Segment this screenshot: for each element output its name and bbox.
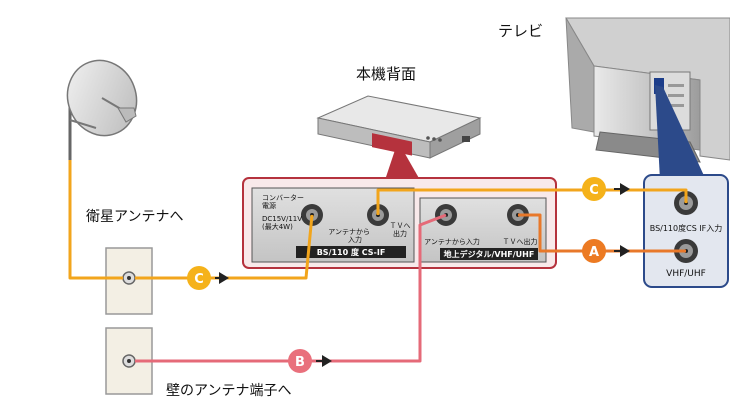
marker-a: A [582,239,606,263]
recorder-icon [316,95,482,159]
converter-power-label-4: (最大4W) [262,222,293,231]
converter-power-label-3: DC15V/11V [262,215,302,223]
terrestrial-section-label: 地上デジタル/VHF/UHF [444,249,535,259]
satellite-dish-icon [66,59,138,160]
svg-text:B: B [295,355,305,370]
arrow-right-icon [614,245,630,257]
dish-to-outlet-cable [68,160,123,280]
tv-label: テレビ [498,22,543,40]
satellite-wall-outlet [105,247,153,315]
tv-vhf-uhf-label: VHF/UHF [666,269,706,279]
marker-c-upper: C [582,177,606,201]
bs-tv-out-label-2: 出力 [393,229,407,238]
bs-section-label: BS/110 度 CS-IF [317,247,386,257]
terrestrial-antenna-in-label: アンテナから入力 [424,237,480,246]
svg-text:C: C [589,183,599,198]
tv-input-panel [643,174,729,288]
arrow-right-icon [215,272,229,284]
tv-bs-in-label: BS/110度CS IF入力 [650,223,723,233]
recorder-rear-label: 本機背面 [356,65,416,83]
arrow-right-icon [316,355,332,367]
tv-zoom-callout [655,85,706,180]
vhf-cable-a-recorder-to-tv [518,213,686,253]
converter-power-label-2: 電源 [262,201,276,210]
converter-power-label-1: コンバーター [262,193,304,202]
wall-cable-b-outlet-to-recorder [135,213,447,363]
satellite-antenna-label: 衛星アンテナへ [86,209,183,225]
arrow-right-icon [614,183,630,195]
bs-section-label-bar [296,246,406,258]
svg-text:A: A [589,245,599,260]
svg-text:C: C [194,272,204,287]
bs-cable-c-recorder-to-tv [376,188,688,215]
bs-tv-out-label-1: ＴＶへ [390,222,411,230]
bs-antenna-in-label-1: アンテナから [328,228,370,236]
tv-icon [565,17,730,163]
marker-b: B [288,349,312,373]
bs-antenna-in-label-2: 入力 [348,235,362,244]
recorder-zoom-callout [385,150,420,180]
marker-c-lower: C [187,266,211,290]
terrestrial-section-label-bar [440,248,538,260]
terrestrial-tv-out-label: ＴＶへ出力 [503,237,538,246]
wall-terminal-label: 壁のアンテナ端子へ [166,383,291,399]
